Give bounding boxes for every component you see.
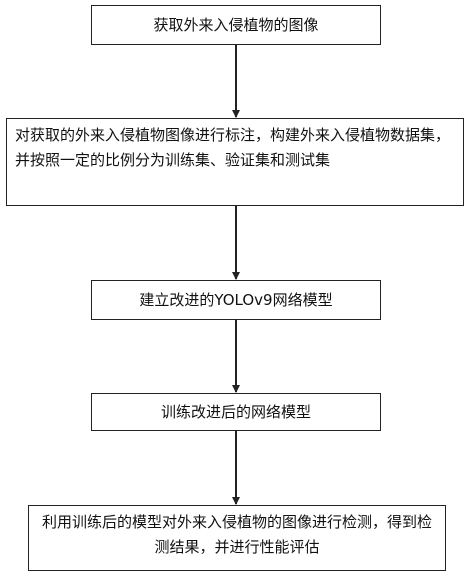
step-5-box: 利用训练后的模型对外来入侵植物的图像进行检测，得到检测结果，并进行性能评估 <box>28 505 446 571</box>
step-2-text: 对获取的外来入侵植物图像进行标注，构建外来入侵植物数据集，并按照一定的比例分为训… <box>15 126 451 169</box>
step-2-box: 对获取的外来入侵植物图像进行标注，构建外来入侵植物数据集，并按照一定的比例分为训… <box>6 118 464 206</box>
step-5-text: 利用训练后的模型对外来入侵植物的图像进行检测，得到检测结果，并进行性能评估 <box>41 513 432 556</box>
step-3-box: 建立改进的YOLOv9网络模型 <box>91 280 381 320</box>
step-3-text: 建立改进的YOLOv9网络模型 <box>139 290 333 309</box>
step-1-text: 获取外来入侵植物的图像 <box>153 15 319 34</box>
step-4-text: 训练改进后的网络模型 <box>160 402 311 421</box>
step-4-box: 训练改进后的网络模型 <box>91 393 381 431</box>
step-1-box: 获取外来入侵植物的图像 <box>91 5 381 45</box>
